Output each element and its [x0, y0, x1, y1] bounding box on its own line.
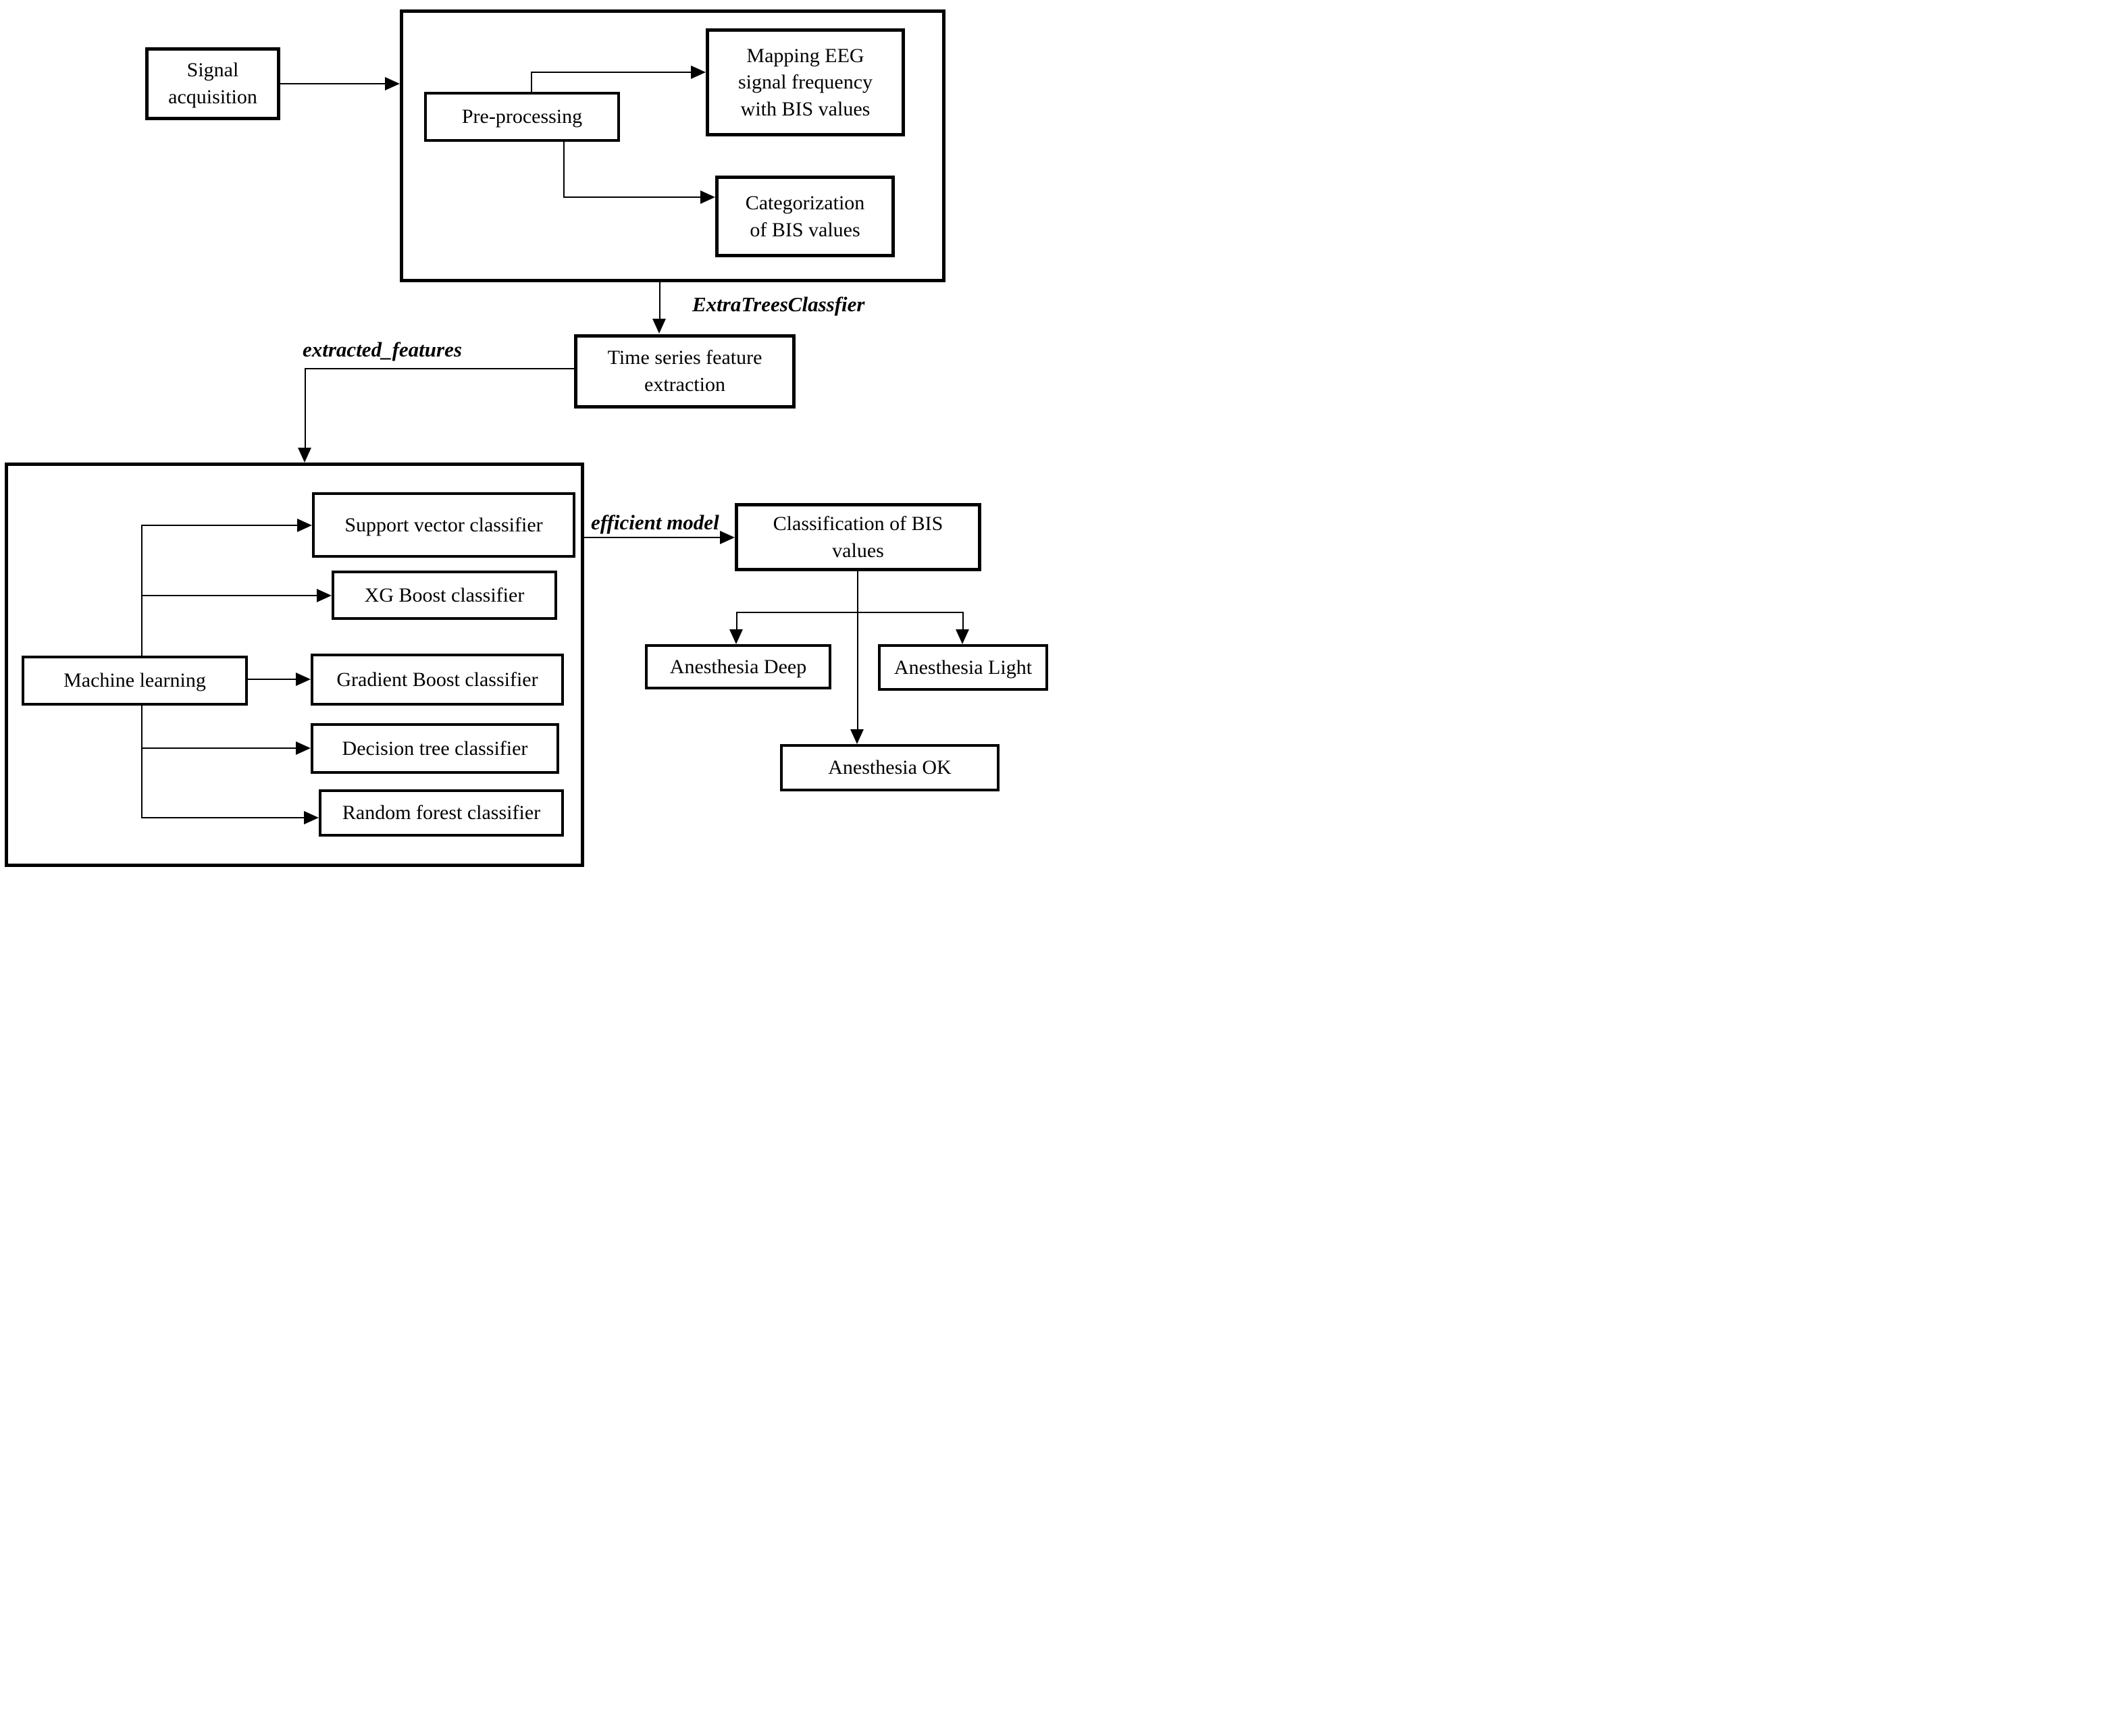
arrowhead-to-gradient-icon: [296, 673, 311, 686]
node-anesthesia-deep-label: Anesthesia Deep: [669, 655, 807, 678]
node-signal-acquisition-label-line2: acquisition: [168, 86, 257, 108]
node-categorization-label-line1: Categorization: [745, 191, 865, 214]
arrowhead-to-svc-icon: [297, 519, 312, 532]
node-gradient-boost-classifier: Gradient Boost classifier: [311, 654, 564, 706]
arrowhead-to-classification-icon: [720, 531, 735, 544]
node-classification-bis: Classification of BIS values: [735, 503, 981, 571]
arrowhead-to-anesthesia-light-icon: [956, 629, 969, 644]
connector-efficient-model-line: [584, 537, 721, 538]
arrowhead-to-random-icon: [304, 811, 319, 824]
node-random-forest-classifier-label: Random forest classifier: [342, 801, 541, 824]
node-anesthesia-ok-label: Anesthesia OK: [828, 756, 952, 779]
node-categorization: Categorization of BIS values: [715, 176, 895, 257]
node-signal-acquisition: Signal acquisition: [145, 47, 280, 120]
node-anesthesia-ok: Anesthesia OK: [780, 744, 1000, 791]
node-gradient-boost-classifier-label: Gradient Boost classifier: [336, 668, 538, 691]
connector-drop-to-light: [962, 612, 964, 631]
connector-preprocessing-to-mapping-vertical: [531, 72, 532, 92]
arrowhead-to-anesthesia-ok-icon: [850, 729, 864, 744]
node-xgboost-classifier-label: XG Boost classifier: [364, 583, 525, 606]
arrowhead-to-ml-container-icon: [298, 448, 311, 463]
connector-preprocessing-to-mapping-horizontal: [531, 72, 693, 73]
connector-branch-to-random: [141, 817, 305, 818]
node-preprocessing: Pre-processing: [424, 92, 620, 142]
connector-ml-branch-up: [141, 525, 142, 656]
node-mapping-eeg-label-line2: signal frequency: [737, 71, 873, 94]
node-classification-bis-label-line1: Classification of BIS: [773, 512, 943, 535]
node-decision-tree-classifier: Decision tree classifier: [311, 723, 559, 774]
arrowhead-to-anesthesia-deep-icon: [729, 629, 743, 644]
arrowhead-to-mapping-icon: [691, 65, 706, 79]
node-xgboost-classifier: XG Boost classifier: [332, 571, 557, 620]
connector-timeseries-to-ml-horizontal: [305, 368, 574, 369]
connector-preprocessing-to-categorization-vertical: [563, 142, 565, 198]
node-support-vector-classifier-label: Support vector classifier: [344, 513, 543, 536]
connector-preprocessing-to-categorization-horizontal: [563, 196, 702, 198]
node-anesthesia-light-label: Anesthesia Light: [893, 656, 1033, 679]
node-decision-tree-classifier-label: Decision tree classifier: [342, 737, 528, 760]
connector-container-to-timeseries-vertical: [659, 282, 660, 320]
flowchart-canvas: Signal acquisition Pre-processing Mappin…: [0, 0, 1063, 868]
connector-drop-to-deep: [736, 612, 737, 631]
connector-ml-branch-down: [141, 706, 142, 818]
node-machine-learning: Machine learning: [22, 656, 248, 706]
connector-ml-to-gradient: [248, 679, 297, 680]
node-mapping-eeg-label-line1: Mapping EEG: [746, 44, 864, 67]
connector-classification-tbar: [737, 612, 963, 613]
node-anesthesia-deep: Anesthesia Deep: [645, 644, 831, 689]
connector-timeseries-to-ml-vertical: [305, 368, 306, 448]
connector-branch-to-xgboost: [141, 595, 317, 596]
node-classification-bis-label-line2: values: [832, 539, 884, 562]
arrowhead-to-xgboost-icon: [317, 589, 332, 602]
node-categorization-label-line2: of BIS values: [750, 218, 860, 241]
node-mapping-eeg-label-line3: with BIS values: [740, 97, 871, 120]
node-support-vector-classifier: Support vector classifier: [312, 492, 575, 558]
node-preprocessing-label: Pre-processing: [461, 105, 583, 128]
arrowhead-to-timeseries-icon: [652, 319, 666, 334]
node-signal-acquisition-label-line1: Signal: [186, 59, 239, 82]
node-anesthesia-light: Anesthesia Light: [878, 644, 1048, 691]
node-machine-learning-label: Machine learning: [63, 669, 206, 692]
node-timeseries-label-line2: extraction: [644, 373, 725, 396]
node-mapping-eeg: Mapping EEG signal frequency with BIS va…: [706, 28, 905, 136]
connector-signal-to-preprocessing-line: [280, 83, 388, 84]
connector-branch-to-decision: [141, 747, 296, 749]
connector-branch-to-svc: [141, 525, 298, 526]
arrowhead-signal-to-preprocessing-icon: [385, 77, 400, 90]
node-timeseries-extraction: Time series feature extraction: [574, 334, 796, 409]
connector-classification-drop: [857, 571, 858, 729]
edge-label-efficient-model: efficient model: [591, 510, 719, 534]
edge-label-extracted-features: extracted_features: [303, 338, 462, 361]
node-random-forest-classifier: Random forest classifier: [319, 789, 564, 837]
arrowhead-to-categorization-icon: [700, 190, 715, 204]
arrowhead-to-decision-icon: [296, 741, 311, 755]
edge-label-extra-trees-classfier: ExtraTreesClassfier: [692, 292, 865, 316]
node-timeseries-label-line1: Time series feature: [607, 346, 762, 369]
